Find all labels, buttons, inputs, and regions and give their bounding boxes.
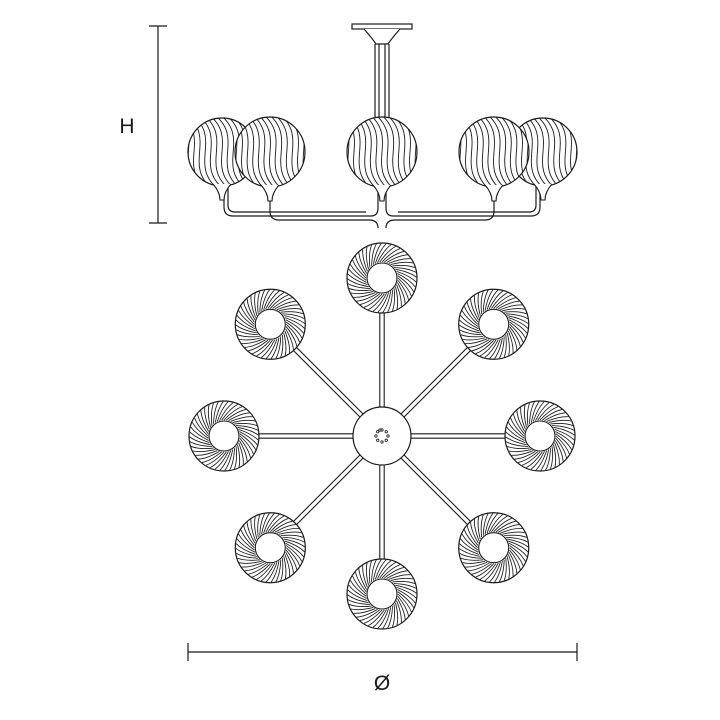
top-arm bbox=[379, 312, 385, 408]
top-arm bbox=[399, 346, 472, 419]
stem bbox=[374, 44, 390, 122]
top-globe bbox=[458, 288, 530, 360]
top-globe bbox=[234, 288, 306, 360]
top-arm bbox=[379, 464, 385, 560]
top-arm bbox=[292, 346, 365, 419]
top-globe bbox=[504, 400, 576, 472]
side-arms bbox=[223, 185, 541, 229]
ceiling-canopy bbox=[351, 23, 413, 45]
top-plan-view bbox=[188, 242, 576, 630]
top-arm bbox=[410, 433, 506, 439]
top-globe bbox=[346, 242, 418, 314]
top-arm bbox=[258, 433, 354, 439]
side-globes bbox=[187, 116, 578, 202]
height-label: H bbox=[119, 115, 134, 138]
side-elevation-view bbox=[187, 23, 578, 229]
diameter-dimension bbox=[187, 643, 578, 661]
top-arm bbox=[292, 453, 365, 526]
top-arm bbox=[399, 453, 472, 526]
diameter-label: Ø bbox=[374, 672, 390, 695]
top-globe bbox=[188, 400, 260, 472]
hub-vent-holes bbox=[374, 428, 390, 444]
top-globe bbox=[234, 512, 306, 584]
height-dimension bbox=[149, 25, 167, 224]
central-hub bbox=[352, 406, 412, 466]
top-globe bbox=[346, 558, 418, 630]
top-globe bbox=[458, 512, 530, 584]
top-arms bbox=[258, 312, 506, 560]
side-globe bbox=[346, 116, 418, 202]
top-globes bbox=[188, 242, 576, 630]
